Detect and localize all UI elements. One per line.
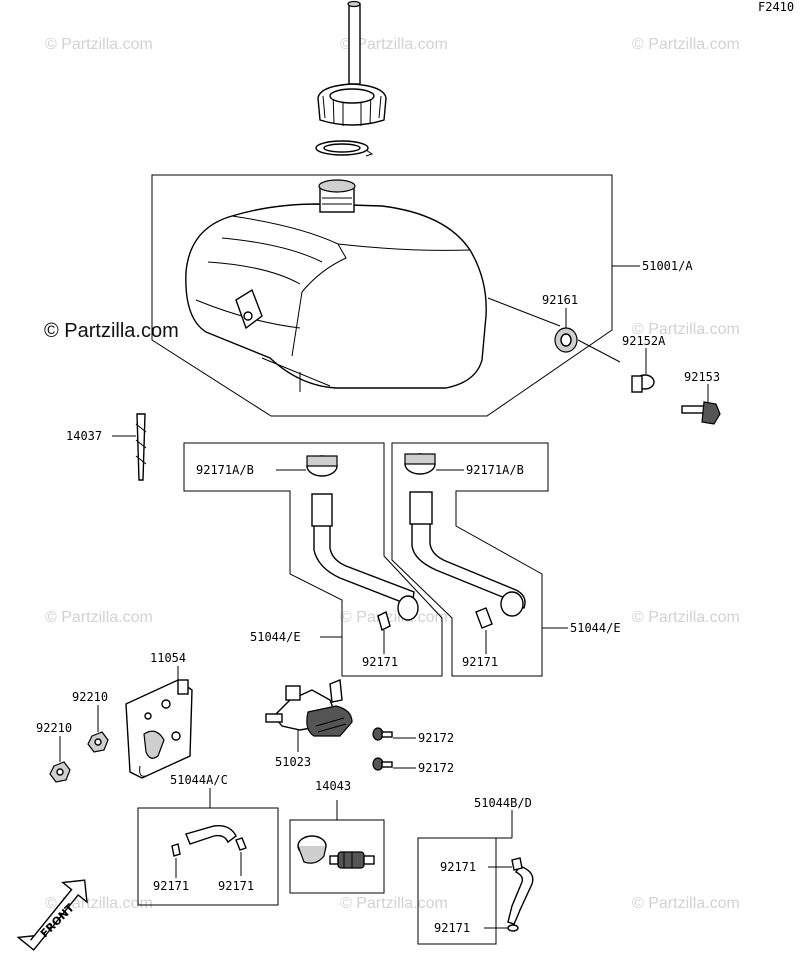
hose-bd-part[interactable]: [507, 865, 534, 925]
washer-part[interactable]: [631, 374, 655, 393]
watermark: © Partzilla.com: [45, 36, 153, 53]
grommet-callout: 92161: [542, 293, 578, 307]
nut-upper-callout: 92210: [72, 690, 108, 704]
hose-bd-callout-box: [417, 837, 497, 945]
washer-callout: 92152A: [622, 334, 666, 348]
filter-callout-box: [289, 819, 385, 894]
nut-upper-part[interactable]: [87, 731, 109, 753]
screw-upper-part[interactable]: [372, 727, 393, 741]
cap-gasket-part[interactable]: [315, 140, 374, 157]
hose-right-part[interactable]: [409, 491, 526, 617]
bracket-callout: 11054: [150, 651, 186, 665]
clip-ac-left-part[interactable]: [171, 843, 181, 857]
clip-bd-upper-callout: 92171: [440, 860, 476, 874]
hose-ac-callout: 51044A/C: [170, 773, 228, 787]
hose-bd-callout: 51044B/D: [474, 796, 532, 810]
watermark: © Partzilla.com: [340, 609, 448, 626]
clamp-left-part[interactable]: [306, 455, 338, 477]
fuel-tank-callout: 51001/A: [642, 259, 693, 273]
hose-right-callout: 51044/E: [570, 621, 621, 635]
watermark: © Partzilla.com: [632, 36, 740, 53]
hose-ac-callout-box: [137, 807, 279, 906]
clip-bd-lower-callout: 92171: [434, 921, 470, 935]
clip-left-callout: 92171: [362, 655, 398, 669]
breather-callout: 14037: [66, 429, 102, 443]
watermark: © Partzilla.com: [632, 609, 740, 626]
clip-ac-right-part[interactable]: [235, 837, 247, 851]
breather-part[interactable]: [135, 413, 147, 481]
filter-part[interactable]: [297, 835, 375, 869]
watermark: © Partzilla.com: [632, 895, 740, 912]
clip-bd-upper-part[interactable]: [511, 857, 523, 871]
clip-ac-left-callout: 92171: [153, 879, 189, 893]
grommet-part[interactable]: [554, 327, 621, 363]
clip-ac-right-callout: 92171: [218, 879, 254, 893]
hose-ac-part[interactable]: [185, 825, 237, 845]
nut-lower-part[interactable]: [49, 761, 71, 783]
screw-lower-part[interactable]: [372, 757, 393, 771]
tank-callout-box: [151, 174, 613, 417]
clamp-right-callout: 92171A/B: [466, 463, 524, 477]
figure-code: F2410: [758, 0, 794, 14]
clip-right-part[interactable]: [475, 607, 493, 629]
hose-right-callout-box: [391, 442, 549, 677]
fuel-cap-part[interactable]: [317, 0, 387, 127]
watermark: © Partzilla.com: [340, 36, 448, 53]
hose-left-part[interactable]: [311, 493, 419, 621]
fuel-cock-callout: 51023: [275, 755, 311, 769]
clamp-left-callout: 92171A/B: [196, 463, 254, 477]
fuel-cock-part[interactable]: [265, 679, 353, 737]
watermark: © Partzilla.com: [45, 609, 153, 626]
watermark: © Partzilla.com: [340, 895, 448, 912]
bolt-callout: 92153: [684, 370, 720, 384]
watermark: © Partzilla.com: [632, 321, 740, 338]
watermark-prominent: © Partzilla.com: [44, 320, 179, 342]
clip-right-callout: 92171: [462, 655, 498, 669]
fuel-tank-part[interactable]: [185, 179, 561, 392]
bolt-part[interactable]: [681, 401, 721, 425]
clip-left-part[interactable]: [377, 610, 391, 632]
front-arrow-icon: FRONT: [16, 879, 88, 951]
bracket-part[interactable]: [125, 679, 193, 779]
screw-upper-callout: 92172: [418, 731, 454, 745]
clip-bd-lower-part[interactable]: [507, 924, 519, 932]
hose-left-callout-box: [183, 442, 443, 677]
filter-callout: 14043: [315, 779, 351, 793]
screw-lower-callout: 92172: [418, 761, 454, 775]
clamp-right-part[interactable]: [404, 453, 436, 475]
hose-left-callout: 51044/E: [250, 630, 301, 644]
nut-lower-callout: 92210: [36, 721, 72, 735]
